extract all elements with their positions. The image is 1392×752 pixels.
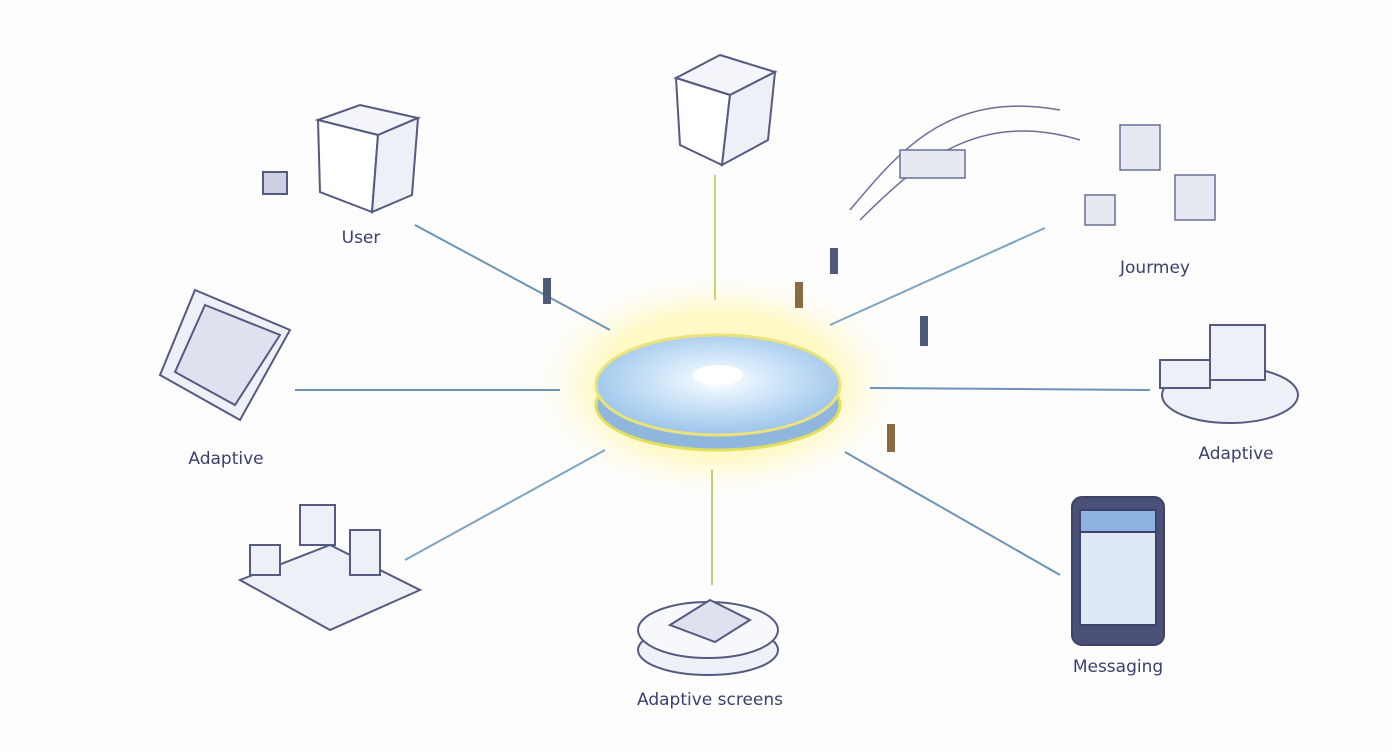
tablet-icon — [1071, 496, 1165, 646]
user-cube-icon — [262, 103, 422, 214]
round-device-icon — [637, 598, 779, 676]
node-label-journey: Jourmey — [1120, 258, 1190, 278]
modules-board-icon — [237, 504, 423, 632]
open-laptop-icon — [158, 288, 292, 422]
device-base-icon — [1159, 324, 1299, 424]
node-label-adaptive-screens: Adaptive screens — [636, 690, 784, 710]
profile-cube-icon — [673, 53, 778, 167]
people-figures — [543, 248, 928, 452]
node-label-adaptive-left: Adaptive — [188, 449, 264, 469]
connector-lines — [295, 175, 1151, 585]
journey-network-icon — [849, 105, 1216, 226]
node-label-messaging: Messaging — [1072, 657, 1164, 677]
node-label-adaptive-right: Adaptive — [1198, 444, 1274, 464]
hub-platform — [594, 333, 842, 452]
node-label-user: User — [341, 228, 381, 248]
